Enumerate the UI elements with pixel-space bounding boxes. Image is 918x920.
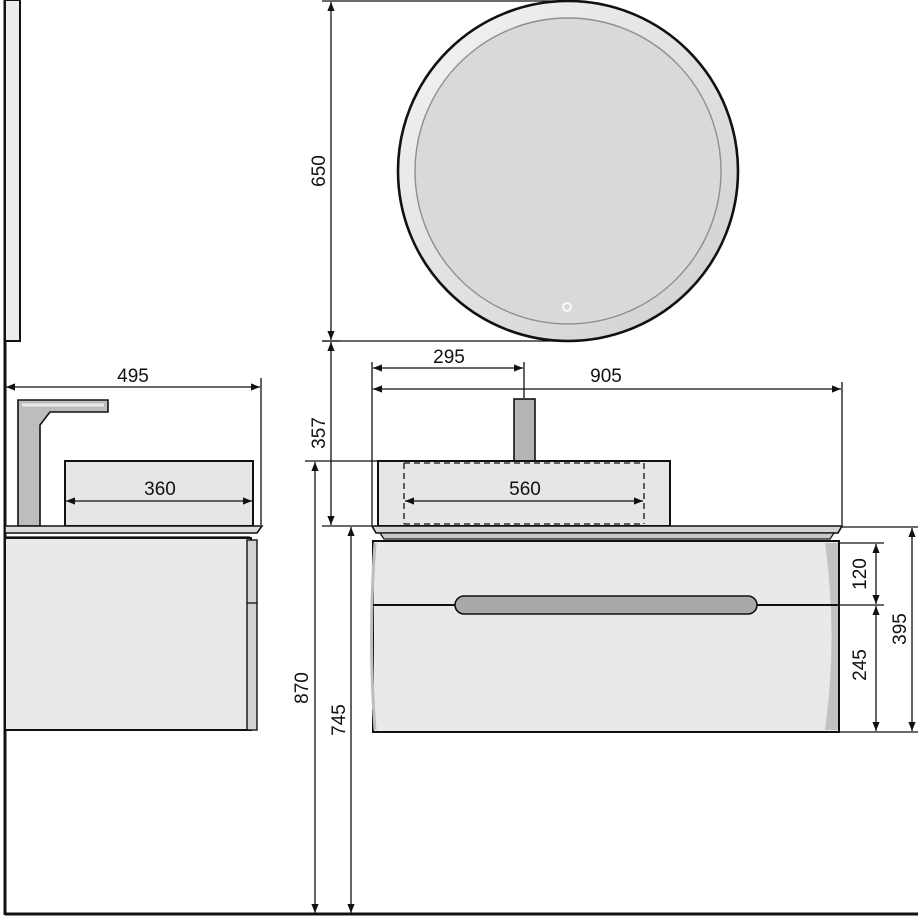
countertop-front-lip xyxy=(378,532,836,540)
dim-label-245: 245 xyxy=(850,649,871,681)
dim-label-357: 357 xyxy=(309,417,330,449)
countertop-side xyxy=(4,525,264,534)
dim-label-495: 495 xyxy=(117,366,149,387)
mirror-glass xyxy=(414,17,722,325)
dim-label-650: 650 xyxy=(309,155,330,187)
mirror-front: 650 xyxy=(309,0,740,343)
dim-label-360: 360 xyxy=(144,479,176,500)
cabinet-side xyxy=(4,537,252,731)
cabinet-front-left-shade xyxy=(370,542,377,731)
dim-label-120: 120 xyxy=(850,558,871,590)
dim-label-295: 295 xyxy=(433,347,465,368)
dim-label-745: 745 xyxy=(329,704,350,736)
dim-label-870: 870 xyxy=(292,672,313,704)
drawer-handle xyxy=(454,595,758,615)
side-view: 495 360 xyxy=(3,0,918,916)
dim-label-395: 395 xyxy=(890,613,911,645)
dim-label-905: 905 xyxy=(590,366,622,387)
faucet-front xyxy=(513,398,536,462)
touch-sensor-icon xyxy=(562,302,572,312)
countertop-front xyxy=(370,525,844,534)
front-view: 295 905 357 560 870 745 120 245 39 xyxy=(292,340,918,913)
drawer-front-side xyxy=(246,539,258,731)
dim-label-560: 560 xyxy=(509,479,541,500)
cabinet-front xyxy=(372,540,840,733)
basin-side xyxy=(64,460,254,527)
mirror-side-profile xyxy=(4,0,21,342)
cabinet-front-right-shade xyxy=(825,543,838,730)
